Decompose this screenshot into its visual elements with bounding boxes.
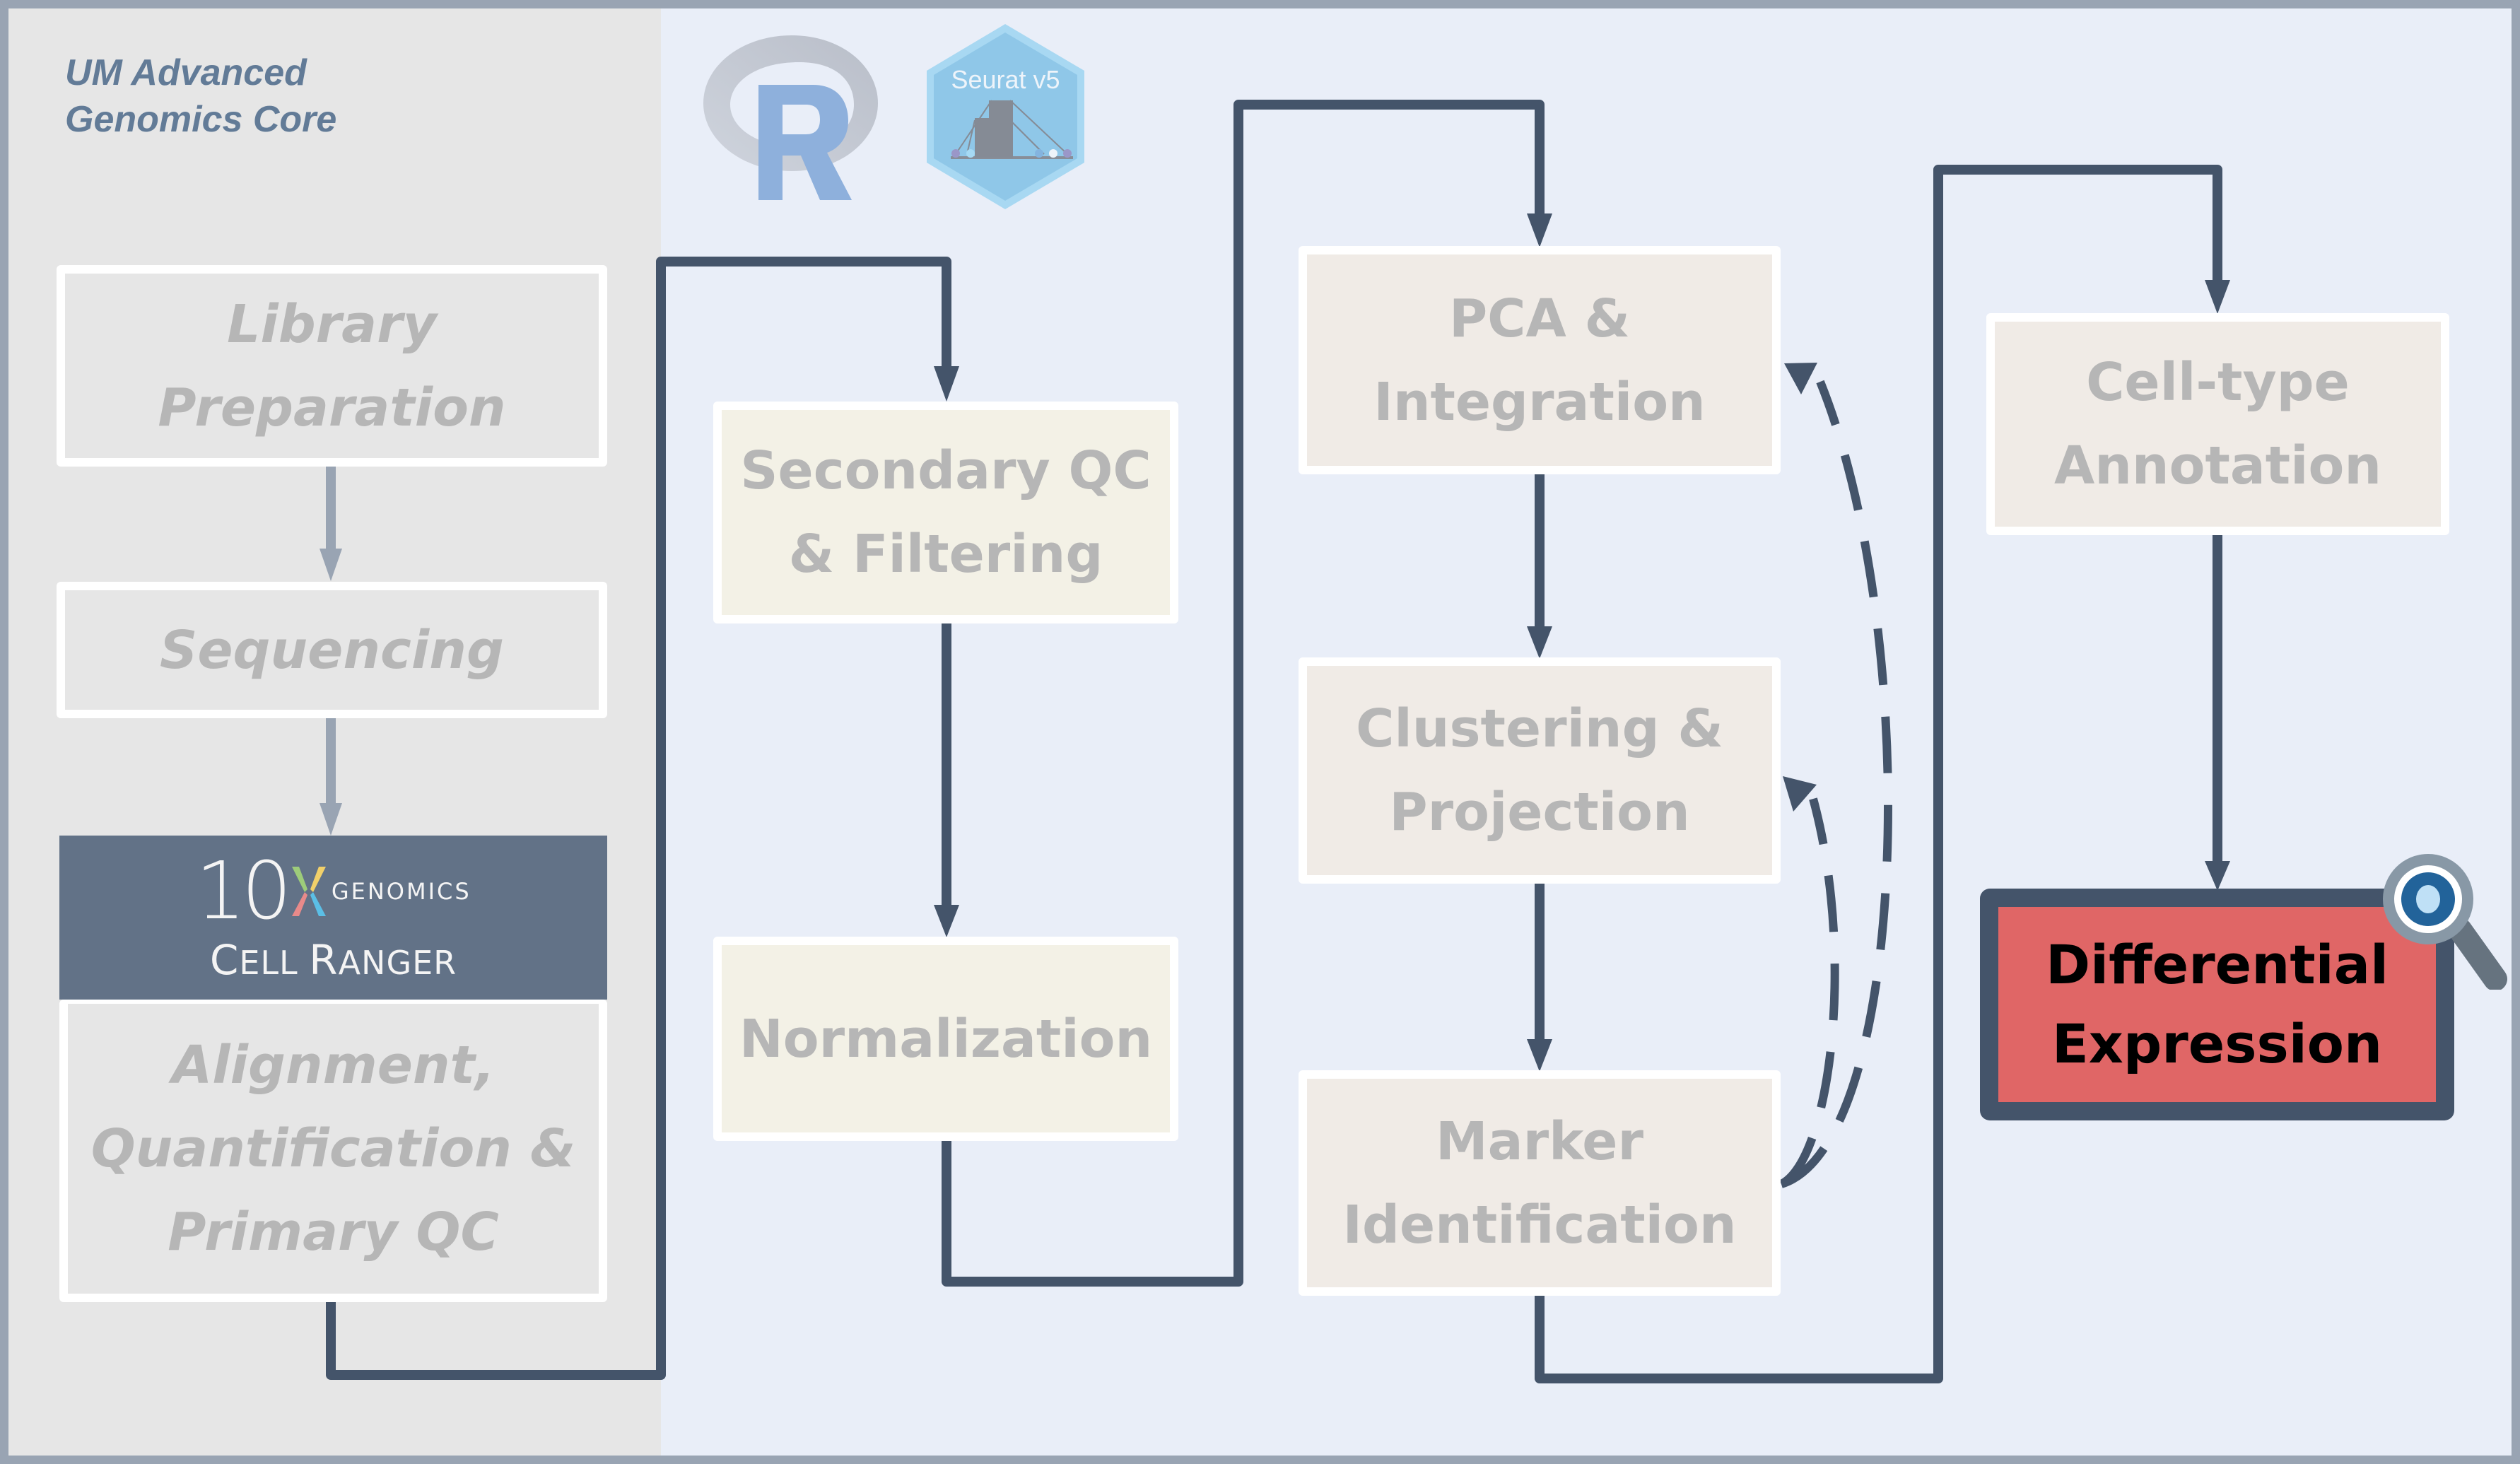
step-library-preparation[interactable]: Library Preparation	[57, 265, 607, 467]
step-secondary-qc-filtering[interactable]: Secondary QC & Filtering	[713, 402, 1178, 623]
edge-normalization-to-pca	[942, 100, 1552, 1287]
step-normalization[interactable]: Normalization	[713, 937, 1178, 1141]
r-logo-icon	[703, 35, 878, 200]
tenx-x-icon	[291, 867, 326, 916]
edge-marker-to-cell-type	[1535, 165, 2230, 1383]
edge-secondary-qc-to-normalization	[934, 623, 959, 937]
magnifier-icon	[2383, 854, 2507, 990]
step-differential-expression[interactable]: Differential Expression	[1980, 889, 2454, 1120]
step-clustering-projection[interactable]: Clustering & Projection	[1299, 657, 1781, 884]
edge-library-to-sequencing	[320, 467, 342, 581]
edge-clustering-to-marker	[1527, 884, 1552, 1072]
organization-title-line1: UM Advanced	[65, 52, 307, 93]
cell-ranger-c: C	[209, 936, 240, 984]
edge-cell-type-to-de	[2205, 535, 2230, 891]
organization-title: UM Advanced Genomics Core	[65, 49, 336, 143]
cell-ranger-r: R	[309, 936, 339, 984]
step-marker-identification[interactable]: Marker Identification	[1299, 1070, 1781, 1296]
edge-marker-to-pca-dashed	[1780, 363, 1892, 1188]
seurat-logo-label: Seurat v5	[951, 65, 1060, 94]
step-cell-type-annotation[interactable]: Cell-type Annotation	[1986, 313, 2449, 535]
edge-alignment-to-secondary-qc	[326, 257, 959, 1380]
tenx-genomics-logo: 10 GENOMICS	[59, 845, 607, 937]
edge-marker-to-clustering-dashed	[1778, 776, 1839, 1188]
step-alignment-quantification-primary-qc[interactable]: Alignment, Quantification & Primary QC	[59, 1000, 607, 1302]
step-sequencing[interactable]: Sequencing	[57, 582, 607, 718]
tenx-logo-number: 10	[195, 845, 291, 937]
tenx-cell-ranger-header: 10 GENOMICS CELL RANGER	[59, 836, 607, 1000]
seurat-hex-icon	[927, 24, 1084, 209]
step-pca-integration[interactable]: PCA & Integration	[1299, 246, 1781, 474]
tenx-logo-word: GENOMICS	[331, 878, 471, 905]
edge-pca-to-clustering	[1527, 474, 1552, 659]
cell-ranger-label: CELL RANGER	[59, 936, 607, 984]
edge-sequencing-to-alignment	[320, 718, 342, 836]
cell-ranger-anger: ANGER	[338, 944, 457, 982]
organization-title-line2: Genomics Core	[65, 99, 337, 140]
cell-ranger-ell: ELL	[239, 944, 310, 982]
